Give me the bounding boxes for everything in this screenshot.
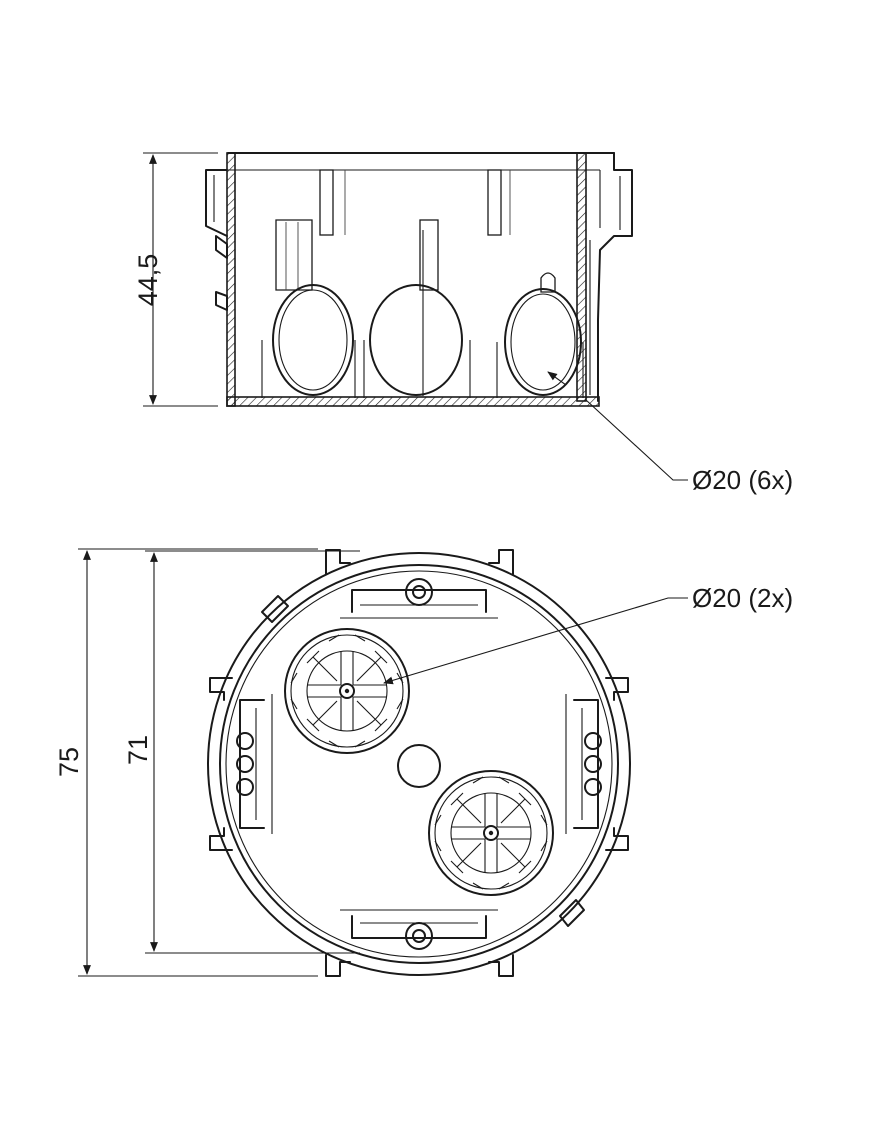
box-rim (207, 552, 631, 976)
center-hole (397, 744, 441, 788)
outer-diameter-dimension: 75 (54, 548, 318, 977)
inner-diameter-dimension: 71 (123, 550, 360, 954)
mounting-blocks (236, 578, 602, 950)
top-knockout-label: Ø20 (2x) (692, 583, 793, 613)
side-view: 44,5 (133, 152, 793, 495)
side-knockout-label: Ø20 (6x) (692, 465, 793, 495)
top-knockout-leader: Ø20 (2x) (383, 583, 793, 685)
side-knockout-leader: Ø20 (6x) (585, 399, 793, 495)
side-knockouts (261, 219, 584, 398)
rim-clips (209, 549, 629, 977)
inner-diameter-label: 71 (123, 735, 153, 765)
height-dimension: 44,5 (133, 152, 218, 407)
height-dimension-label: 44,5 (133, 254, 163, 307)
top-knockout-upper (284, 628, 410, 754)
box-body (205, 152, 633, 407)
top-view: 75 71 (54, 548, 793, 977)
top-knockout-lower (428, 770, 554, 896)
outer-diameter-label: 75 (54, 747, 84, 777)
